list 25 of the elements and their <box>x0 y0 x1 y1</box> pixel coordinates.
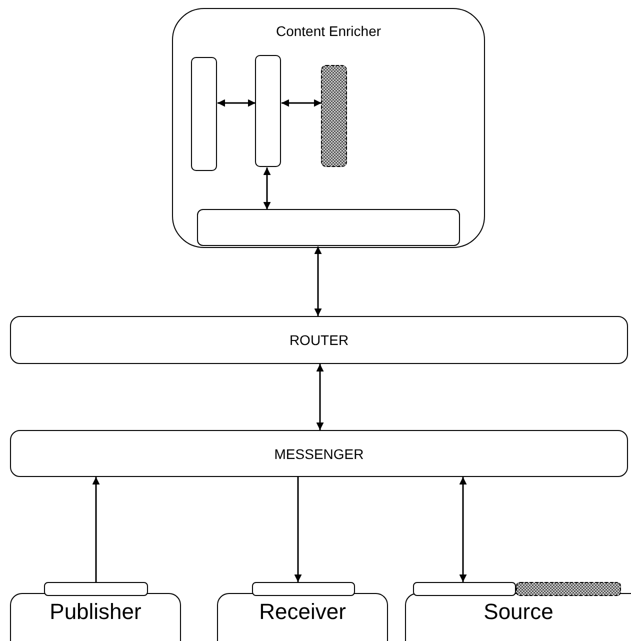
component-container <box>172 8 485 248</box>
component-block <box>255 55 281 167</box>
node-label: Receiver <box>259 599 346 625</box>
layer-box <box>10 316 628 364</box>
node-label: Content Enricher <box>276 23 382 39</box>
connector-arrow <box>263 168 271 210</box>
connector-arrow <box>314 246 322 316</box>
layer-box <box>10 430 628 477</box>
connector-arrow <box>92 477 100 582</box>
node-label: MESSENGER <box>274 446 364 462</box>
connector-arrow <box>316 364 324 430</box>
port-box <box>252 582 355 596</box>
interface-bar <box>197 209 460 246</box>
connector-arrow <box>294 477 302 582</box>
connector-arrow <box>218 99 256 107</box>
node-label: Publisher <box>50 599 142 625</box>
port-box <box>44 582 148 596</box>
node-label: Source <box>484 599 554 625</box>
port-box <box>413 582 516 596</box>
connector-arrow <box>459 477 467 582</box>
shaded-component-block <box>321 65 347 167</box>
node-label: ROUTER <box>289 332 349 348</box>
connector-arrow <box>282 99 322 107</box>
shaded-port-box <box>516 582 621 596</box>
component-block <box>191 57 217 171</box>
